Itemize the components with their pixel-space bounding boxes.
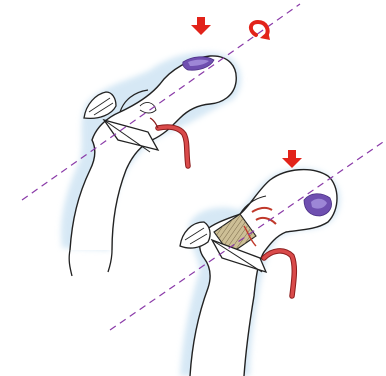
top-shaft-left-edge	[69, 250, 72, 276]
bottom-down-arrow-icon	[282, 150, 302, 168]
rotation-arrow-icon	[251, 22, 270, 40]
bottom-vessel-main	[264, 251, 294, 296]
top-down-arrow-icon	[191, 17, 211, 35]
top-shaft-right-edge	[108, 250, 112, 272]
bottom-femur	[180, 168, 340, 376]
top-axis-line	[22, 4, 300, 200]
